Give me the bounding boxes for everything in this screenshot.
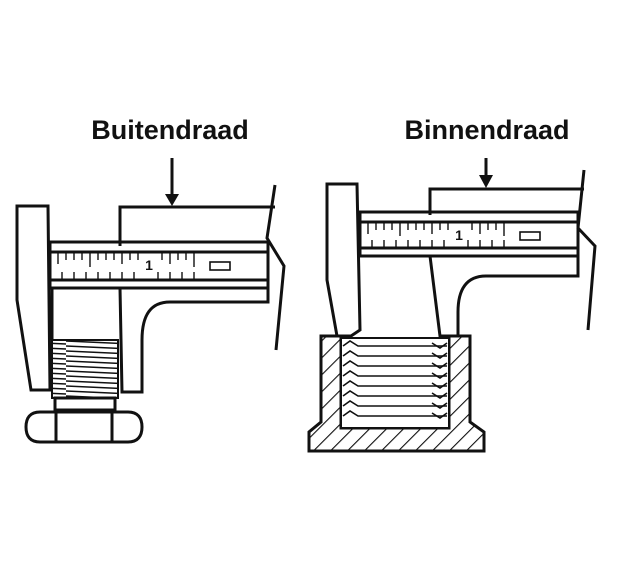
arrow-binnendraad [479,158,493,188]
threaded-fitting [307,334,486,453]
internal-thread-lines [342,340,448,419]
scale-ticks-right [367,222,505,248]
caliper-right: 1 [325,169,597,338]
arrow-buitendraad [165,158,179,206]
caliper-left: 1 [15,184,286,394]
bolt [24,339,144,444]
scale-digit-left: 1 [145,257,153,273]
scale-digit-right: 1 [455,227,463,243]
scale-ticks-left [57,252,195,280]
label-binnendraad: Binnendraad [404,115,569,145]
internal-thread-figure: Binnendraad [307,115,597,453]
external-thread-figure: Buitendraad [15,115,286,444]
label-buitendraad: Buitendraad [91,115,249,145]
